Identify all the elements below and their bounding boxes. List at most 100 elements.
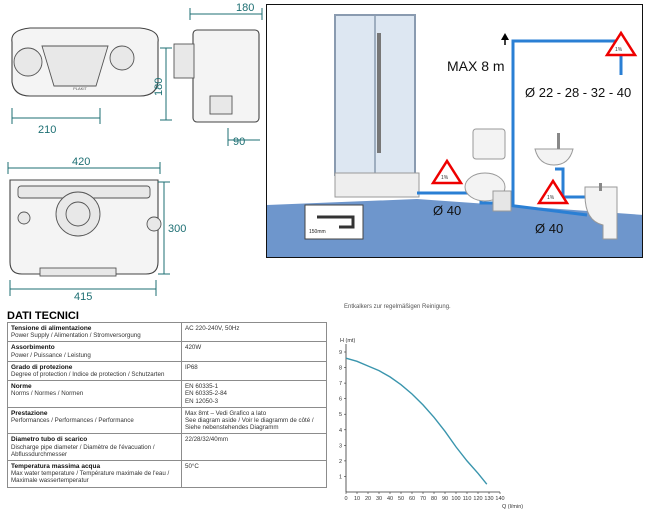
y-tick-label: 6 bbox=[339, 397, 342, 403]
front-view-drawing bbox=[9, 179, 162, 277]
tech-sublabel: Power / Puissance / Leistung bbox=[11, 351, 91, 359]
x-tick-label: 100 bbox=[451, 496, 460, 502]
tech-value-line: 50°C bbox=[185, 463, 199, 471]
tech-value-line: Max 8mt – Vedi Grafico a lato bbox=[185, 409, 267, 417]
x-tick-label: 80 bbox=[431, 496, 437, 502]
x-tick-label: 60 bbox=[409, 496, 415, 502]
tech-sublabel: Degree of protection / Indice de protect… bbox=[11, 371, 165, 379]
tech-label: Tensione di alimentazione bbox=[11, 325, 92, 332]
x-tick-label: 90 bbox=[442, 496, 448, 502]
drain-height-label: 150mm bbox=[309, 229, 326, 235]
dim-front-width: 420 bbox=[72, 156, 90, 168]
installation-diagram: 150mm 1% 1% 1% MAX 8 m Ø 22 - 28 - bbox=[266, 4, 643, 258]
tech-value-line: 22/28/32/40mm bbox=[185, 436, 228, 444]
performance-curve bbox=[345, 357, 488, 485]
tech-value-line: EN 60335-1 bbox=[185, 383, 219, 391]
x-tick-label: 40 bbox=[387, 496, 393, 502]
tech-value-line: AC 220-240V, 50Hz bbox=[185, 325, 240, 332]
pipe-diameter-label: Ø 22 - 28 - 32 - 40 bbox=[525, 85, 631, 100]
y-tick-label: 3 bbox=[339, 443, 342, 449]
x-tick-label: 20 bbox=[365, 496, 371, 502]
y-tick-label: 9 bbox=[339, 350, 342, 356]
tech-value-line: See diagram aside / Voir le diagramm de … bbox=[185, 417, 314, 425]
dim-width-top: 210 bbox=[38, 124, 56, 136]
svg-text:1%: 1% bbox=[615, 47, 623, 53]
tech-value: 420W bbox=[181, 341, 327, 362]
tech-title: DATI TECNICI bbox=[7, 310, 79, 322]
tech-sublabel: Discharge pipe diameter / Diamètre de l'… bbox=[11, 443, 155, 458]
y-axis-label: H (mt) bbox=[340, 338, 355, 344]
tech-value-line: Siehe nebenstehendes Diagramm bbox=[185, 424, 279, 432]
curve-note: Entkalkers zur regelmäßigen Reinigung. bbox=[344, 304, 451, 310]
svg-text:1%: 1% bbox=[441, 175, 449, 181]
tech-value: 22/28/32/40mm bbox=[181, 433, 327, 462]
tech-label: Grado di protezione bbox=[11, 363, 73, 371]
x-tick-label: 110 bbox=[463, 496, 472, 502]
x-tick-label: 0 bbox=[344, 496, 347, 502]
inlet-diameter-right: Ø 40 bbox=[535, 221, 563, 236]
dim-front-height: 300 bbox=[168, 223, 186, 235]
tech-sublabel: Norms / Normes / Normen bbox=[11, 390, 84, 398]
tech-value: AC 220-240V, 50Hz bbox=[181, 321, 327, 343]
y-tick-label: 7 bbox=[339, 381, 342, 387]
tech-sublabel: Performances / Performances / Performanc… bbox=[11, 417, 134, 425]
toilet bbox=[464, 128, 512, 212]
shower-enclosure bbox=[334, 14, 420, 198]
max-head-label: MAX 8 m bbox=[447, 58, 505, 74]
y-tick-label: 1 bbox=[339, 474, 342, 480]
x-tick-label: 120 bbox=[473, 496, 482, 502]
top-view-drawing: PLAKIT bbox=[11, 27, 159, 97]
tech-label: Assorbimento bbox=[11, 344, 55, 352]
drain-detail: 150mm bbox=[304, 204, 364, 240]
dim-side-height: 180 bbox=[153, 78, 165, 96]
inlet-diameter-left: Ø 40 bbox=[433, 203, 461, 218]
tech-label: Temperatura massima acqua bbox=[11, 463, 101, 471]
tech-value-line: 420W bbox=[185, 344, 202, 352]
x-tick-label: 50 bbox=[398, 496, 404, 502]
tech-sublabel: Max water temperature / Température maxi… bbox=[11, 470, 170, 485]
bidet bbox=[584, 183, 618, 240]
tech-value-line: IP68 bbox=[185, 363, 198, 371]
y-tick-label: 4 bbox=[339, 428, 342, 434]
dimension-drawings: PLAKIT 210 180 180 90 420 300 415 bbox=[7, 2, 263, 303]
x-tick-label: 140 bbox=[495, 496, 504, 502]
x-tick-label: 130 bbox=[484, 496, 493, 502]
tech-label: Norme bbox=[11, 383, 32, 391]
tech-label: Prestazione bbox=[11, 409, 48, 417]
tech-sublabel: Power Supply / Alimentation / Stromverso… bbox=[11, 332, 141, 340]
dim-top-depth: 180 bbox=[236, 2, 254, 14]
y-tick-label: 5 bbox=[339, 412, 342, 418]
side-view-drawing bbox=[173, 29, 260, 123]
tech-value-line: EN 60335-2-84 bbox=[185, 390, 227, 398]
x-tick-label: 30 bbox=[376, 496, 382, 502]
tech-label: Diametro tubo di scarico bbox=[11, 436, 88, 444]
svg-text:1%: 1% bbox=[547, 195, 555, 201]
y-tick-label: 2 bbox=[339, 459, 342, 465]
warning-slope-icons: 1% 1% 1% bbox=[430, 30, 638, 205]
washbasin bbox=[534, 133, 574, 166]
brand-logo: PLAKIT bbox=[73, 86, 87, 91]
x-axis-label: Q (l/min) bbox=[502, 504, 523, 510]
dim-base-width: 415 bbox=[74, 291, 92, 303]
tech-value: 50°C bbox=[181, 460, 327, 488]
dim-outlet-offset: 90 bbox=[233, 136, 245, 148]
y-tick-label: 8 bbox=[339, 366, 342, 372]
tech-value: IP68 bbox=[181, 360, 327, 382]
